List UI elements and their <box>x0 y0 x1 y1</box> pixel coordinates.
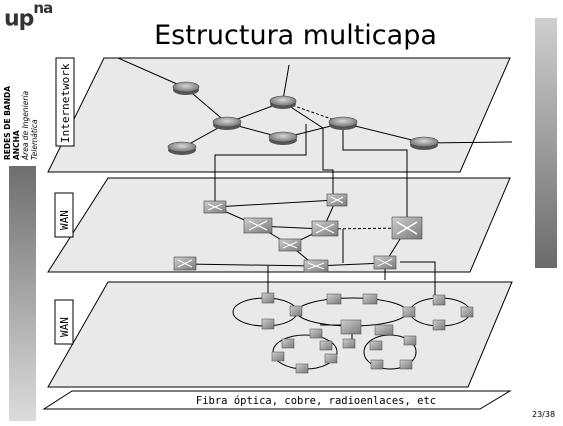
switch-icon <box>303 259 329 273</box>
switch-icon <box>203 200 227 214</box>
wan-plane-upper <box>47 177 511 273</box>
switches-wan-upper <box>173 193 423 273</box>
fiber-plane <box>42 390 512 410</box>
upna-logo: upna <box>4 0 53 32</box>
switch-icon <box>373 255 397 270</box>
switch-icon <box>391 216 423 240</box>
router-icon <box>328 116 358 130</box>
switch-icon <box>370 359 384 370</box>
layer-label-internetwork-text: Internetwork <box>59 63 72 143</box>
right-gradient-bar <box>535 18 557 268</box>
switch-icon <box>281 338 295 349</box>
switch-icon <box>432 319 446 331</box>
switch-icon <box>326 193 348 207</box>
switch-icon <box>432 294 446 306</box>
switch-icon <box>342 338 356 349</box>
switch-icon <box>340 319 362 335</box>
slide-title: Estructura multicapa <box>154 20 437 51</box>
routers-internetwork <box>167 81 439 155</box>
router-icon <box>172 81 200 95</box>
switch-icon <box>369 340 383 351</box>
layer-label-internetwork: Internetwork <box>55 57 75 147</box>
switch-icon <box>362 293 378 305</box>
switch-icon <box>278 238 302 252</box>
router-icon <box>212 116 242 130</box>
switch-icon <box>289 305 303 317</box>
switch-icon <box>326 293 342 305</box>
wan-plane-lower <box>47 281 513 388</box>
switch-icon <box>403 335 417 346</box>
switch-icon <box>173 256 197 271</box>
layer-label-wan-2-text: WAN <box>58 317 71 337</box>
layer-label-wan-1-text: WAN <box>58 210 71 230</box>
switch-icon <box>271 351 285 362</box>
switch-icon <box>399 359 413 370</box>
switch-icon <box>460 306 474 318</box>
switches-wan-lower <box>261 292 474 374</box>
left-gradient-bar <box>9 166 36 421</box>
router-icon <box>167 141 197 155</box>
switch-icon <box>243 217 273 234</box>
page-number: 23/38 <box>532 410 556 419</box>
switch-icon <box>311 220 339 237</box>
layer-label-wan-1: WAN <box>54 192 74 238</box>
switch-icon <box>319 340 333 351</box>
router-icon <box>268 131 298 145</box>
router-icon <box>269 95 297 109</box>
switch-icon <box>261 318 275 330</box>
fiber-label: Fibra óptica, cobre, radioenlaces, etc <box>196 395 436 407</box>
switch-icon <box>309 328 323 339</box>
switch-icon <box>374 324 394 336</box>
router-icon <box>409 136 439 150</box>
switch-icon <box>402 306 416 318</box>
switch-icon <box>324 353 338 364</box>
layer-label-wan-2: WAN <box>54 299 74 345</box>
switch-icon <box>261 292 275 304</box>
switch-icon <box>295 363 309 374</box>
